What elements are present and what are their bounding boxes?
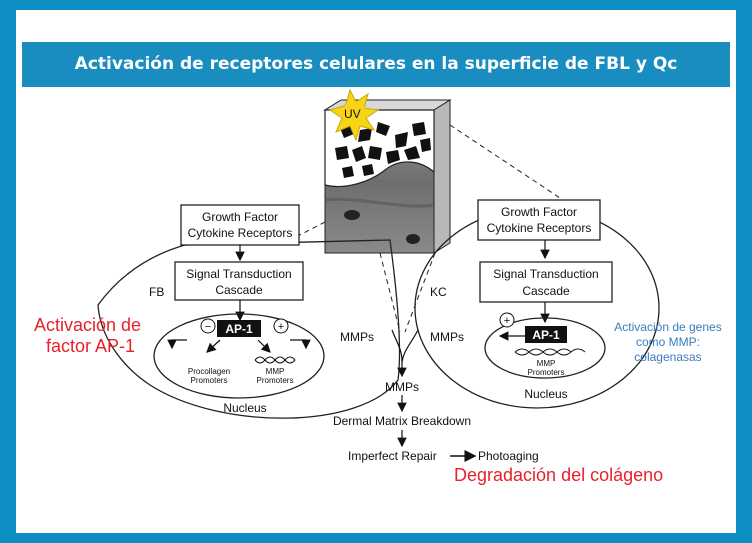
fb-signal-line2: Cascade bbox=[215, 283, 263, 297]
fb-mmp-promoter-line2: Promoters bbox=[257, 376, 294, 385]
connector-lines bbox=[289, 124, 561, 333]
fb-minus-sign: − bbox=[205, 321, 211, 333]
fb-mmps-flow-line bbox=[391, 329, 403, 363]
kc-receptor-box bbox=[477, 199, 601, 241]
uv-label: UV bbox=[344, 107, 361, 121]
fb-plus-icon bbox=[273, 318, 289, 334]
flow-breakdown-label: Dermal Matrix Breakdown bbox=[333, 414, 471, 428]
page-title: Activación de receptores celulares en la… bbox=[22, 42, 730, 87]
fb-receptor-line1: Growth Factor bbox=[202, 210, 278, 224]
kc-plus-sign: + bbox=[504, 315, 510, 327]
kc-signal-line1: Signal Transduction bbox=[493, 267, 598, 281]
annotation-degradation: Degradación del colágeno bbox=[454, 465, 663, 485]
fb-procollagen-line1: Procollagen bbox=[188, 367, 230, 376]
kc-receptor-line2: Cytokine Receptors bbox=[487, 221, 592, 235]
fb-plus-sign: + bbox=[278, 321, 284, 333]
flow-mmps-label: MMPs bbox=[385, 380, 419, 394]
fb-signal-line1: Signal Transduction bbox=[186, 267, 291, 281]
annotation-ap1-line1: Activación de bbox=[34, 315, 141, 335]
fb-procollagen-arrow bbox=[167, 339, 187, 350]
kc-dna-icon bbox=[514, 348, 586, 356]
fb-cell-label: FB bbox=[149, 285, 164, 299]
fb-mmp-arrow bbox=[290, 339, 311, 350]
fb-ap1-to-mmp bbox=[257, 339, 271, 353]
uv-sun-icon bbox=[328, 88, 380, 142]
annotation-genes-line3: colagenasas bbox=[634, 350, 701, 364]
kc-nucleus-label: Nucleus bbox=[524, 387, 567, 401]
fb-procollagen-line2: Promoters bbox=[191, 376, 228, 385]
flow-photoaging-label: Photoaging bbox=[478, 449, 539, 463]
fb-ap1-to-procollagen bbox=[206, 339, 221, 353]
fb-signal-box bbox=[174, 261, 304, 301]
kc-mmp-promoter-line1: MMP bbox=[537, 359, 556, 368]
kc-mmp-promoter-line2: Promoters bbox=[528, 368, 565, 377]
fb-receptor-line2: Cytokine Receptors bbox=[188, 226, 293, 240]
content-panel bbox=[16, 10, 736, 533]
fb-ap1-label: AP-1 bbox=[225, 322, 253, 336]
kc-signal-line2: Cascade bbox=[522, 284, 570, 298]
fb-cell-outline bbox=[97, 239, 401, 419]
fb-minus-icon bbox=[200, 318, 216, 334]
fb-nucleus-label: Nucleus bbox=[223, 401, 266, 415]
kc-receptor-line1: Growth Factor bbox=[501, 205, 577, 219]
kc-signal-box bbox=[479, 261, 613, 303]
kc-mmps-label: MMPs bbox=[430, 330, 464, 344]
fb-mmp-promoter-line1: MMP bbox=[266, 367, 285, 376]
annotation-ap1-line2: factor AP-1 bbox=[46, 336, 135, 356]
kc-nucleus bbox=[484, 317, 606, 379]
kc-plus-icon bbox=[499, 312, 515, 328]
fb-dna-icon bbox=[254, 356, 296, 364]
kc-ap1-label: AP-1 bbox=[532, 328, 560, 342]
kc-cell-label: KC bbox=[430, 285, 447, 299]
kc-mmps-flow-line bbox=[401, 329, 419, 363]
annotation-genes-line2: como MMP: bbox=[636, 335, 700, 349]
fb-ap1-box bbox=[217, 320, 261, 337]
flow-repair-label: Imperfect Repair bbox=[348, 449, 437, 463]
kc-ap1-box bbox=[525, 326, 567, 343]
fb-mmps-label: MMPs bbox=[340, 330, 374, 344]
fb-nucleus bbox=[153, 313, 325, 399]
annotation-genes-line1: Activación de genes bbox=[614, 320, 721, 334]
